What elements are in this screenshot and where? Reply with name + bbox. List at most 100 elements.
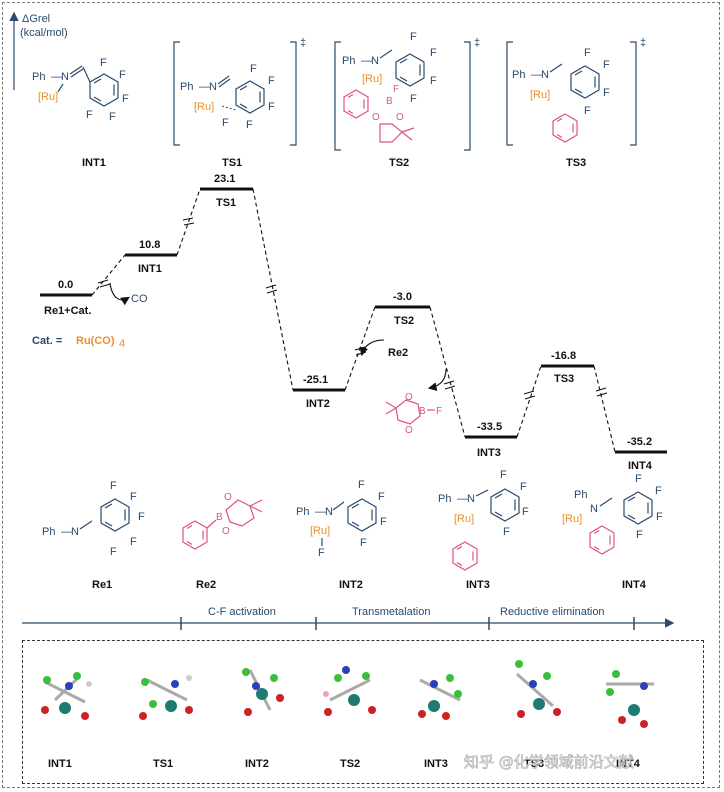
svg-text:O: O <box>405 425 413 436</box>
co-label: CO <box>131 293 148 305</box>
svg-text:F: F <box>430 47 437 59</box>
model-label-ts2: TS2 <box>340 758 360 770</box>
svg-text:F: F <box>522 506 529 518</box>
svg-text:INT2: INT2 <box>306 398 330 410</box>
svg-text:F: F <box>635 473 642 485</box>
svg-text:F: F <box>410 93 417 105</box>
svg-text:F: F <box>246 119 253 131</box>
model-label-ts3: TS3 <box>524 758 544 770</box>
svg-text:N: N <box>541 69 549 81</box>
svg-text:10.8: 10.8 <box>139 239 160 251</box>
svg-text:4: 4 <box>119 338 125 350</box>
svg-text:F: F <box>130 491 137 503</box>
svg-text:Ph: Ph <box>180 81 193 93</box>
svg-text:B: B <box>386 96 393 107</box>
svg-text:N: N <box>467 493 475 505</box>
svg-text:N: N <box>209 81 217 93</box>
svg-text:N: N <box>61 71 69 83</box>
svg-text:INT1: INT1 <box>138 263 162 275</box>
model-label-int2: INT2 <box>245 758 269 770</box>
svg-text:23.1: 23.1 <box>214 173 235 185</box>
svg-text:Ph: Ph <box>342 55 355 67</box>
svg-text:F: F <box>656 511 663 523</box>
svg-text:F: F <box>584 105 591 117</box>
svg-text:[Ru]: [Ru] <box>562 513 582 525</box>
model-ts1 <box>139 675 193 720</box>
svg-text:F: F <box>430 75 437 87</box>
svg-text:INT3: INT3 <box>466 579 490 591</box>
svg-text:—: — <box>361 55 372 67</box>
bottom-re1-structure: Ph — N F F F F F Re1 <box>42 480 145 591</box>
svg-text:F: F <box>500 469 507 481</box>
bottom-re2-structure: B O O Re2 <box>182 492 263 591</box>
svg-text:F: F <box>122 93 129 105</box>
stage-axis: C-F activation Transmetalation Reductive… <box>22 606 675 630</box>
stage-cf-activation: C-F activation <box>208 606 276 618</box>
svg-text:Ph: Ph <box>42 526 55 538</box>
top-ts3-label: TS3 <box>566 157 586 169</box>
svg-text:F: F <box>380 516 387 528</box>
model-int3 <box>418 674 462 720</box>
top-int1-structure: Ph — N [Ru] F F F F F INT1 <box>32 57 129 169</box>
svg-text:—: — <box>457 493 468 505</box>
y-axis-unit: (kcal/mol) <box>20 27 68 39</box>
model-int4 <box>606 670 654 728</box>
svg-text:F: F <box>360 537 367 549</box>
top-ts3-structure: ‡ Ph — N [Ru] F F F F TS3 <box>506 37 646 169</box>
top-ts1-structure: ‡ Ph — N [Ru] F F F F F TS1 <box>173 37 306 169</box>
svg-text:[Ru]: [Ru] <box>362 73 382 85</box>
stage-reductive-elimination: Reductive elimination <box>500 606 605 618</box>
y-axis: ΔGrel (kcal/mol) <box>9 11 68 90</box>
svg-text:INT4: INT4 <box>628 460 653 472</box>
svg-text:F: F <box>268 75 275 87</box>
svg-text:F: F <box>503 526 510 538</box>
svg-text:O: O <box>222 526 230 537</box>
svg-text:F: F <box>655 485 662 497</box>
svg-text:F: F <box>520 481 527 493</box>
svg-text:Ph: Ph <box>512 69 525 81</box>
svg-text:Re1: Re1 <box>92 579 112 591</box>
svg-text:‡: ‡ <box>300 37 306 49</box>
svg-text:‡: ‡ <box>474 37 480 49</box>
svg-text:—: — <box>51 71 62 83</box>
svg-text:F: F <box>222 117 229 129</box>
svg-text:INT2: INT2 <box>339 579 363 591</box>
svg-text:F: F <box>100 57 107 69</box>
model-ts2 <box>323 666 376 716</box>
svg-text:Ph: Ph <box>438 493 451 505</box>
boronate-byproduct: O O B F <box>385 392 442 436</box>
svg-text:F: F <box>318 547 325 559</box>
3d-models-frame <box>22 640 704 784</box>
model-int1 <box>41 672 92 720</box>
svg-text:F: F <box>436 406 442 417</box>
svg-text:‡: ‡ <box>640 37 646 49</box>
svg-text:Ph: Ph <box>574 489 587 501</box>
svg-text:F: F <box>86 109 93 121</box>
svg-text:N: N <box>71 526 79 538</box>
model-label-int4: INT4 <box>616 758 641 770</box>
svg-text:F: F <box>584 47 591 59</box>
svg-text:F: F <box>250 63 257 75</box>
model-int2 <box>242 668 284 716</box>
svg-text:TS2: TS2 <box>394 315 414 327</box>
y-axis-label: ΔGrel <box>22 13 50 25</box>
svg-text:O: O <box>224 492 232 503</box>
svg-text:F: F <box>410 31 417 43</box>
svg-text:—: — <box>315 506 326 518</box>
energy-profile: 0.0 Re1+Cat. 10.8 INT1 23.1 TS1 -25.1 IN… <box>32 173 667 472</box>
svg-text:0.0: 0.0 <box>58 279 73 291</box>
svg-text:INT3: INT3 <box>477 447 501 459</box>
svg-text:O: O <box>396 112 404 123</box>
svg-text:B: B <box>216 512 223 523</box>
svg-text:Ru(CO): Ru(CO) <box>76 335 115 347</box>
svg-text:-35.2: -35.2 <box>627 436 652 448</box>
svg-text:F: F <box>109 111 116 123</box>
svg-text:F: F <box>119 69 126 81</box>
3d-models: INT1 TS1 INT2 TS2 INT3 TS3 INT4 <box>41 660 654 770</box>
svg-text:-25.1: -25.1 <box>303 374 328 386</box>
svg-text:N: N <box>371 55 379 67</box>
svg-text:Ph: Ph <box>32 71 45 83</box>
model-label-int3: INT3 <box>424 758 448 770</box>
